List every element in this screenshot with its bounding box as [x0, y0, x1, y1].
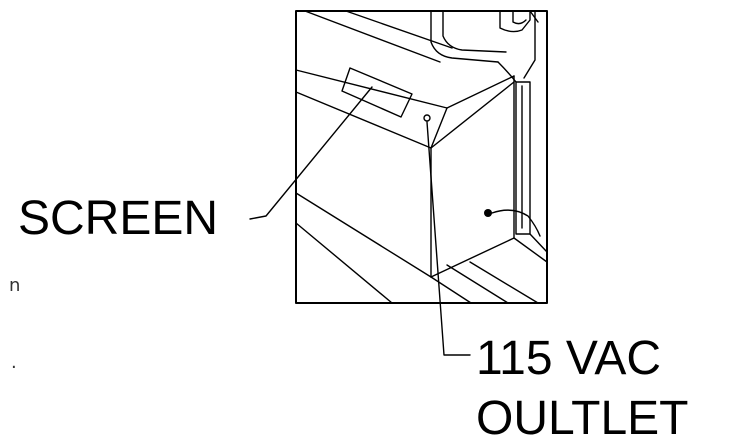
- upper-housing: [304, 10, 539, 83]
- screen-callout: SCREEN: [18, 86, 373, 245]
- detail-frame: [295, 10, 548, 304]
- detail-view: [295, 10, 548, 304]
- screen-window: [341, 67, 413, 118]
- screen-leader-line: [249, 86, 373, 220]
- screen-label: SCREEN: [18, 192, 218, 245]
- side-knob-dot: [484, 209, 492, 217]
- cropped-text-fragment-2: .: [11, 352, 17, 373]
- control-enclosure: [295, 69, 548, 304]
- outlet-leader-line: [426, 121, 471, 356]
- cropped-text-fragment-1-visible: n: [9, 275, 20, 296]
- side-knob-lead: [491, 209, 541, 237]
- outlet-callout: 115 VAC OULTLET: [426, 121, 688, 441]
- side-rail: [515, 81, 548, 253]
- outlet-label-line2: OULTLET: [476, 392, 688, 441]
- outlet-label-line1: 115 VAC: [476, 332, 661, 385]
- outlet-hole: [423, 114, 431, 122]
